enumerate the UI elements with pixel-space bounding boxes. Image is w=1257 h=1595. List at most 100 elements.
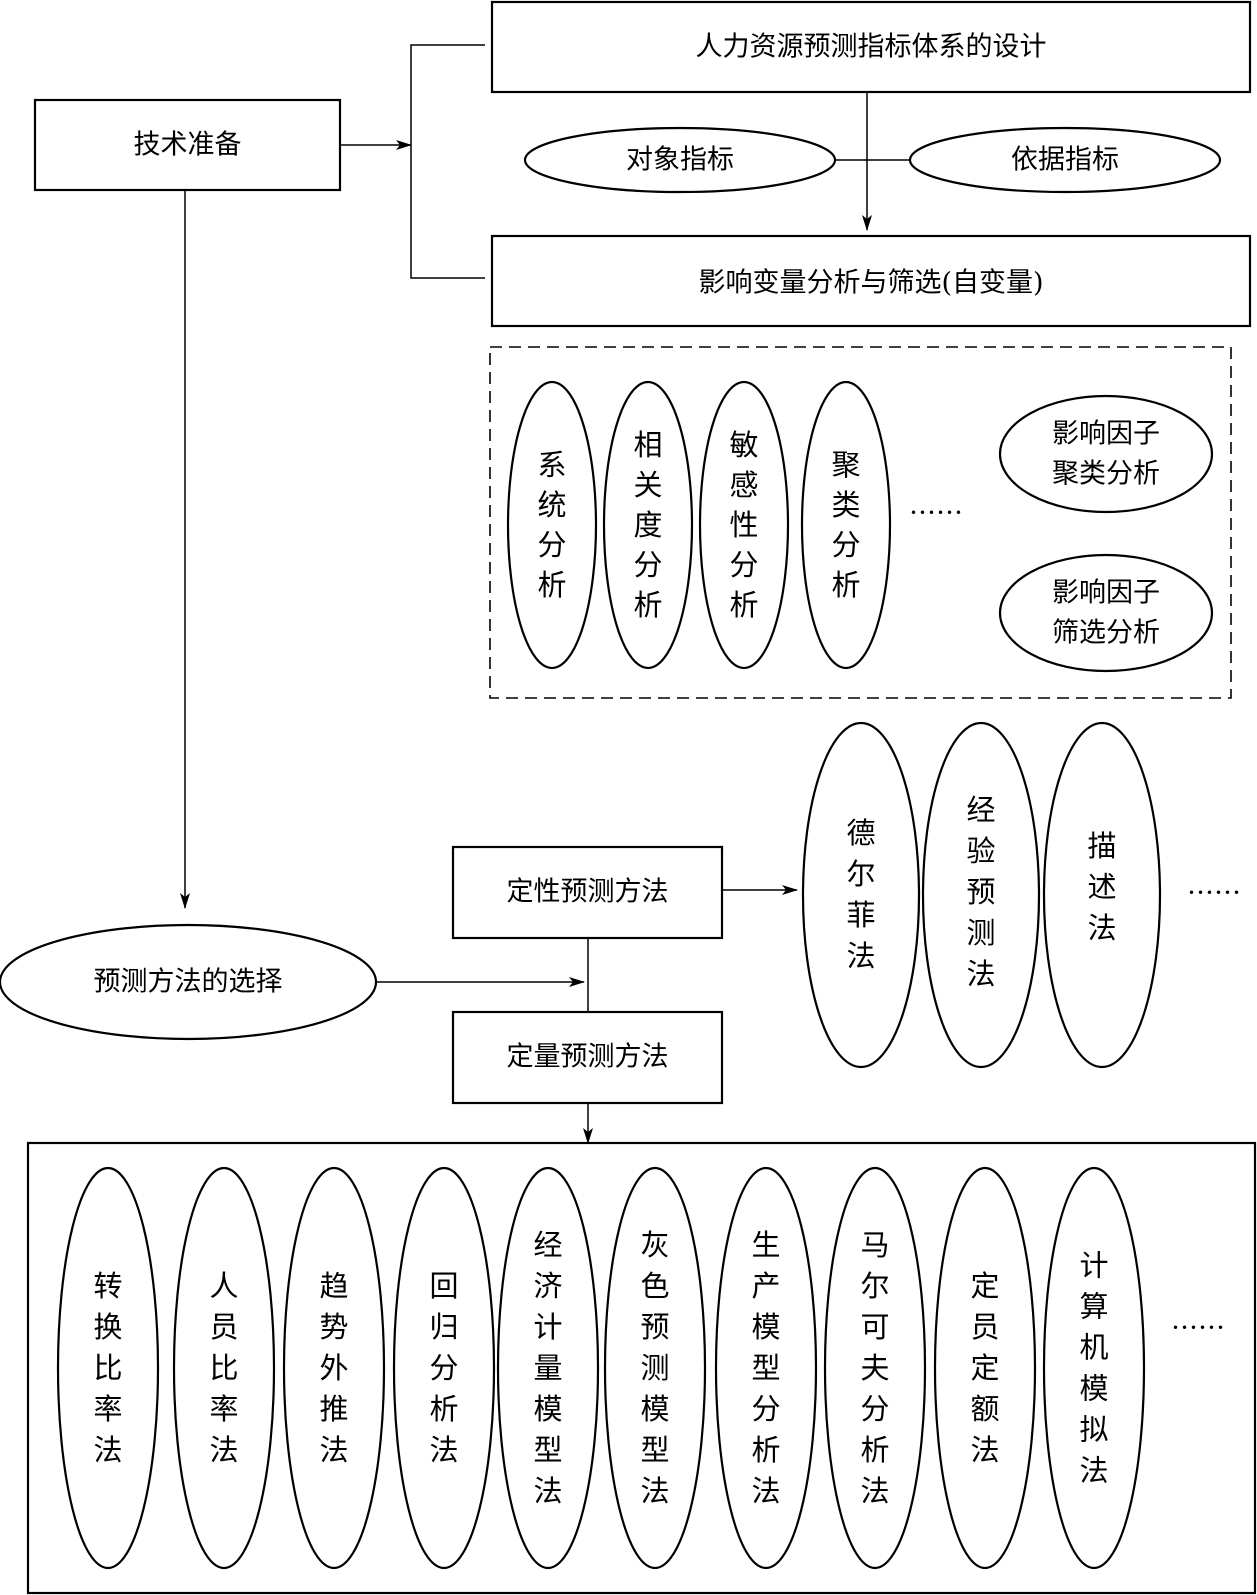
quantitative-method-char: 型 [533,1433,562,1467]
object-indicator-oval: 对象指标 [523,126,837,194]
quantitative-method-char: 夫 [860,1351,889,1385]
quantitative-method-char: 人 [209,1269,238,1303]
method-selection-oval: 预测方法的选择 [0,923,378,1041]
qualitative-method-char: 描 [1087,829,1116,863]
qualitative-method-char: 菲 [846,898,875,932]
analysis-method-char: 类 [831,488,860,522]
qualitative-method-char: 尔 [846,857,875,891]
quantitative-method-char: 机 [1079,1331,1108,1365]
analysis-method-char: 关 [633,468,662,502]
quantitative-method-char: 推 [319,1392,348,1426]
quantitative-method-char: 定 [970,1351,999,1385]
qualitative-method-char: 验 [966,834,995,868]
quantitative-method-char: 法 [860,1474,889,1508]
quantitative-method-char: 法 [319,1433,348,1467]
quantitative-method-char: 法 [93,1433,122,1467]
quantitative-method-char: 比 [93,1351,122,1385]
quantitative-method-char: 率 [93,1392,122,1426]
analysis-method-char: 统 [537,488,566,522]
analysis-method-char: 分 [831,528,860,562]
analysis-methods-container [489,346,1232,699]
index-design-label: 人力资源预测指标体系的设计 [696,32,1047,63]
quantitative-method-char: 员 [970,1310,999,1344]
quantitative-method-char: 模 [1079,1372,1108,1406]
analysis-method-char: 析 [633,588,662,622]
quantitative-method-char: 析 [860,1433,889,1467]
quantitative-method-char: 转 [93,1269,122,1303]
quantitative-method-char: 马 [860,1228,889,1262]
index-design-box: 人力资源预测指标体系的设计 [490,0,1252,94]
analysis-method-char: 敏 [729,428,758,462]
analysis-method-char: 分 [537,528,566,562]
analysis-method-char: 分 [729,548,758,582]
analysis-method-char: 析 [831,568,860,602]
quantitative-method-char: 产 [751,1269,780,1303]
qualitative-method-char: 法 [966,957,995,991]
quantitative-ellipsis: …… [1171,1305,1225,1336]
quantitative-label: 定量预测方法 [507,1042,669,1073]
factor-method-label: 影响因子 [1052,578,1160,609]
quantitative-method-char: 可 [860,1310,889,1344]
factor-method-label: 聚类分析 [1052,459,1160,490]
quantitative-method-char: 回 [429,1269,458,1303]
quantitative-method-char: 法 [209,1433,238,1467]
quantitative-method-char: 灰 [640,1228,669,1262]
quantitative-method-char: 员 [209,1310,238,1344]
quantitative-method-char: 模 [751,1310,780,1344]
quantitative-method-char: 法 [429,1433,458,1467]
qualitative-method-oval: 描述法 [1042,721,1162,1069]
quantitative-methods-group: 转换比率法人员比率法趋势外推法回归分析法经济计量模型法灰色预测模型法生产模型分析… [56,1166,1146,1570]
quantitative-method-char: 归 [429,1310,458,1344]
quantitative-method-char: 型 [640,1433,669,1467]
qualitative-ellipsis: …… [1187,870,1241,901]
quantitative-method-char: 济 [533,1269,562,1303]
quantitative-method-char: 分 [429,1351,458,1385]
tech-prep-box: 技术准备 [33,98,342,192]
tech-prep-label: 技术准备 [134,130,242,161]
quantitative-method-char: 法 [533,1474,562,1508]
quantitative-method-char: 型 [751,1351,780,1385]
method-selection-label: 预测方法的选择 [94,967,283,998]
basis-indicator-oval: 依据指标 [908,126,1222,194]
quantitative-method-char: 拟 [1079,1413,1108,1447]
quantitative-method-char: 预 [640,1310,669,1344]
analysis-method-char: 性 [729,508,758,542]
quantitative-method-char: 析 [429,1392,458,1426]
qualitative-label: 定性预测方法 [507,877,669,908]
variable-analysis-box: 影响变量分析与筛选(自变量) [490,234,1252,328]
quantitative-method-char: 法 [751,1474,780,1508]
quantitative-method-char: 测 [640,1351,669,1385]
object-indicator-label: 对象指标 [626,145,734,176]
qualitative-method-char: 德 [846,816,875,850]
factor-method-label: 筛选分析 [1052,618,1160,649]
qualitative-method-char: 法 [1087,911,1116,945]
quantitative-method-char: 计 [533,1310,562,1344]
quantitative-method-char: 换 [93,1310,122,1344]
quantitative-method-char: 经 [533,1228,562,1262]
analysis-method-char: 相 [633,428,662,462]
quantitative-method-char: 趋 [319,1269,348,1303]
qualitative-method-char: 述 [1087,870,1116,904]
quantitative-method-char: 模 [640,1392,669,1426]
quantitative-method-char: 生 [751,1228,780,1262]
quantitative-box: 定量预测方法 [451,1010,724,1105]
analysis-method-char: 析 [729,588,758,622]
qualitative-method-char: 法 [846,939,875,973]
analysis-method-char: 聚 [831,448,860,482]
analysis-method-char: 析 [537,568,566,602]
